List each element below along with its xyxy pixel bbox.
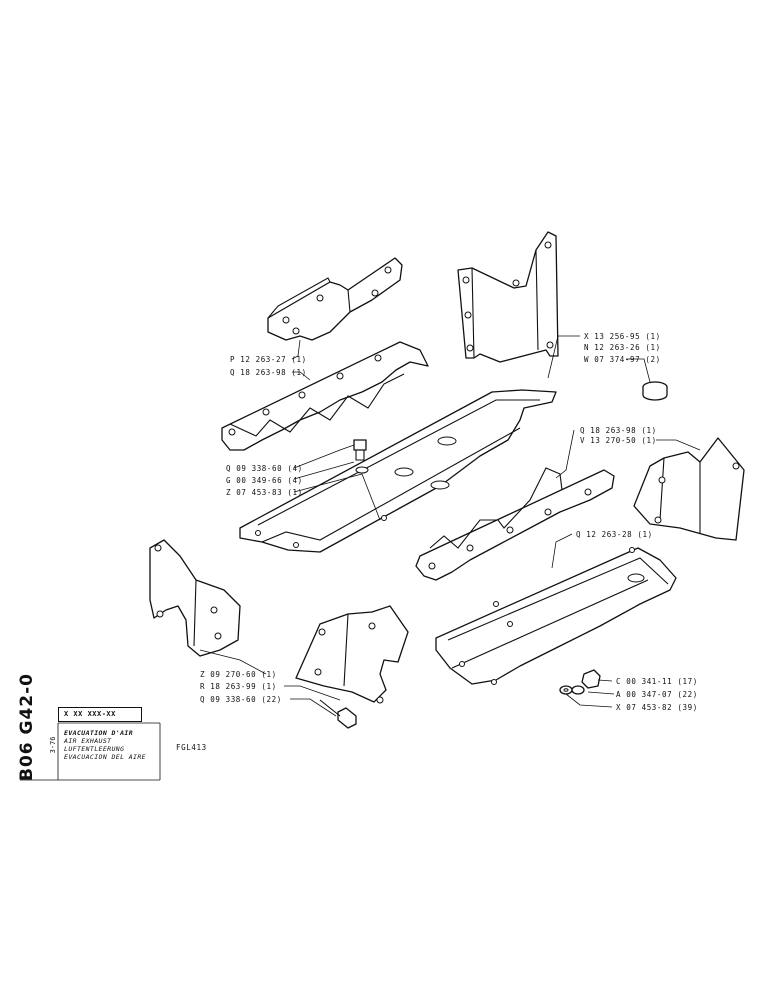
callout-label: C 00 341-11 (17) bbox=[616, 677, 698, 686]
callout-label: V 13 270-50 (1) bbox=[580, 436, 657, 445]
document-date: 3-76 bbox=[49, 736, 57, 754]
title-block bbox=[20, 722, 161, 781]
callout-label: G 00 349-66 (4) bbox=[226, 476, 303, 485]
bracket-p-part bbox=[267, 257, 403, 341]
cap-w-part bbox=[642, 381, 668, 401]
callout-label: Q 18 263-98 (1) bbox=[580, 426, 657, 435]
callout-label: W 07 374-97 (2) bbox=[584, 355, 661, 364]
screw-q-part bbox=[353, 439, 369, 474]
title-es: EVACUACION DEL AIRE bbox=[64, 753, 146, 761]
nut-c-part bbox=[581, 669, 601, 689]
callout-label: Z 09 270-60 (1) bbox=[200, 670, 277, 679]
callout-label: Q 12 263-28 (1) bbox=[576, 530, 653, 539]
bracket-r-part bbox=[295, 605, 409, 704]
title-fr: EVACUATION D'AIR bbox=[64, 729, 134, 737]
leader-lines bbox=[199, 335, 701, 717]
drawing-code: FGL413 bbox=[176, 743, 207, 752]
washer-a-part bbox=[571, 685, 585, 695]
document-code: B06 G42-0 bbox=[17, 672, 37, 782]
screw-q22-part bbox=[319, 699, 357, 729]
washer-x-part bbox=[559, 685, 573, 695]
deflector-q-right-part bbox=[415, 467, 615, 581]
deflector-q-upper-part bbox=[221, 341, 429, 451]
reference-box-text: X XX XXX-XX bbox=[64, 710, 116, 718]
callout-label: Z 07 453-83 (1) bbox=[226, 488, 303, 497]
callout-label: X 13 256-95 (1) bbox=[584, 332, 661, 341]
bracket-z-part bbox=[149, 539, 241, 657]
plate-x-part bbox=[457, 231, 559, 363]
callout-label: Q 18 263-98 (1) bbox=[230, 368, 307, 377]
tray-q-lower-part bbox=[435, 547, 677, 685]
callout-label: R 18 263-99 (1) bbox=[200, 682, 277, 691]
tray-z-part bbox=[239, 389, 557, 553]
title-de: LUFTENTLEERUNG bbox=[64, 745, 125, 753]
callout-label: A 00 347-07 (22) bbox=[616, 690, 698, 699]
title-en: AIR EXHAUST bbox=[64, 737, 112, 745]
callout-label: Q 09 338-60 (4) bbox=[226, 464, 303, 473]
callout-label: Q 09 338-60 (22) bbox=[200, 695, 282, 704]
callout-label: X 07 453-82 (39) bbox=[616, 703, 698, 712]
bracket-v-part bbox=[633, 437, 745, 541]
callout-label: N 12 263-26 (1) bbox=[584, 343, 661, 352]
reference-box: X XX XXX-XX bbox=[58, 707, 142, 722]
callout-label: P 12 263-27 (1) bbox=[230, 355, 307, 364]
